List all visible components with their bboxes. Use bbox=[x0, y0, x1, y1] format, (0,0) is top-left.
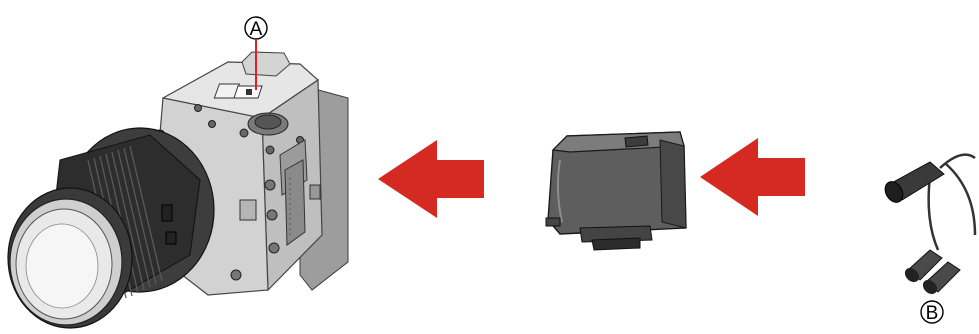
arrow-left-2 bbox=[700, 138, 805, 216]
callout-a-label: A bbox=[250, 19, 263, 40]
arrow-left-1 bbox=[378, 140, 484, 218]
xlr-microphone-illustration bbox=[882, 155, 975, 297]
xlr-adapter-illustration bbox=[546, 132, 686, 250]
camera-illustration bbox=[8, 52, 348, 328]
callout-a: A bbox=[245, 17, 267, 40]
callout-b-label: B bbox=[926, 303, 939, 324]
callout-b: B bbox=[921, 301, 943, 324]
